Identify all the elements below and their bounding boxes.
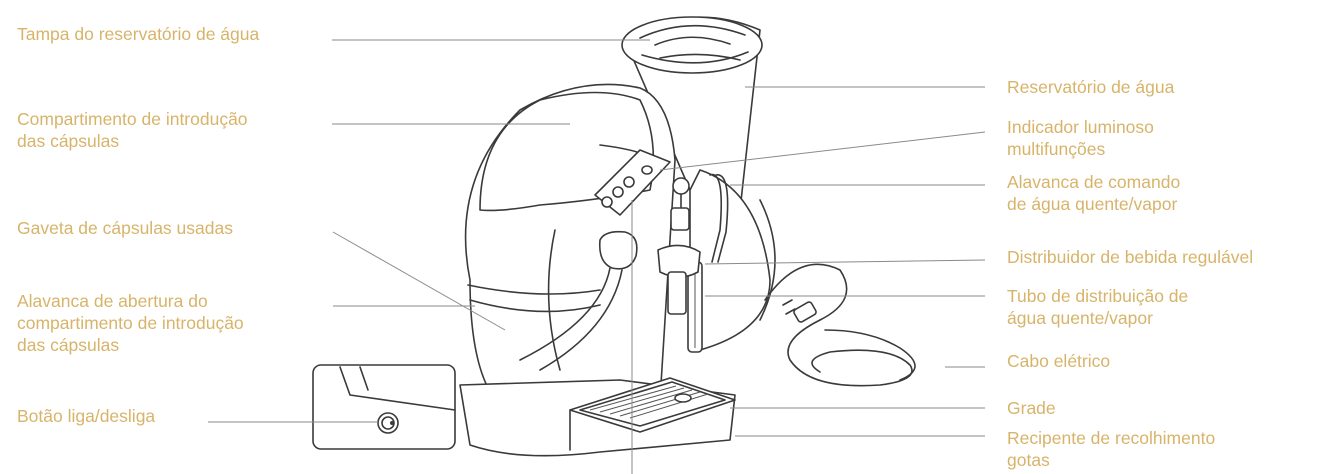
label-text: Indicador luminoso (1007, 116, 1154, 138)
label-water-reservoir: Reservatório de água (1007, 76, 1174, 98)
label-text: Reservatório de água (1007, 76, 1174, 98)
label-text: Distribuidor de bebida regulável (1007, 246, 1253, 268)
label-drip-container: Recipente de recolhimento gotas (1007, 427, 1215, 471)
label-power-button: Botão liga/desliga (17, 405, 155, 427)
label-text: de água quente/vapor (1007, 193, 1180, 215)
label-compartment-opening-lever: Alavanca de abertura do compartimento de… (17, 290, 244, 356)
label-distribution-tube: Tubo de distribuição de água quente/vapo… (1007, 285, 1188, 329)
label-text: Alavanca de comando (1007, 171, 1180, 193)
label-text: água quente/vapor (1007, 307, 1188, 329)
label-text: Tampa do reservatório de água (17, 23, 259, 45)
label-water-reservoir-lid: Tampa do reservatório de água (17, 23, 259, 45)
label-power-cable: Cabo elétrico (1007, 350, 1110, 372)
label-text: Grade (1007, 397, 1056, 419)
label-capsule-compartment: Compartimento de introdução das cápsulas (17, 108, 248, 152)
front-shell-drawing (466, 84, 675, 426)
label-grate: Grade (1007, 397, 1056, 419)
label-text: multifunções (1007, 138, 1154, 160)
label-text: Botão liga/desliga (17, 405, 155, 427)
power-button-inset (313, 365, 455, 449)
label-used-capsule-drawer: Gaveta de cápsulas usadas (17, 217, 233, 239)
label-adjustable-distributor: Distribuidor de bebida regulável (1007, 246, 1253, 268)
label-text: compartimento de introdução (17, 312, 244, 334)
label-text: Cabo elétrico (1007, 350, 1110, 372)
power-cable-drawing (765, 264, 915, 385)
label-text: Alavanca de abertura do (17, 290, 244, 312)
label-multifunction-indicator: Indicador luminoso multifunções (1007, 116, 1154, 160)
label-hot-water-steam-lever: Alavanca de comando de água quente/vapor (1007, 171, 1180, 215)
label-text: das cápsulas (17, 334, 244, 356)
label-text: Gaveta de cápsulas usadas (17, 217, 233, 239)
label-text: Compartimento de introdução (17, 108, 248, 130)
base-drawing (460, 378, 735, 456)
label-text: das cápsulas (17, 130, 248, 152)
label-text: gotas (1007, 449, 1215, 471)
label-text: Recipente de recolhimento (1007, 427, 1215, 449)
label-text: Tubo de distribuição de (1007, 285, 1188, 307)
